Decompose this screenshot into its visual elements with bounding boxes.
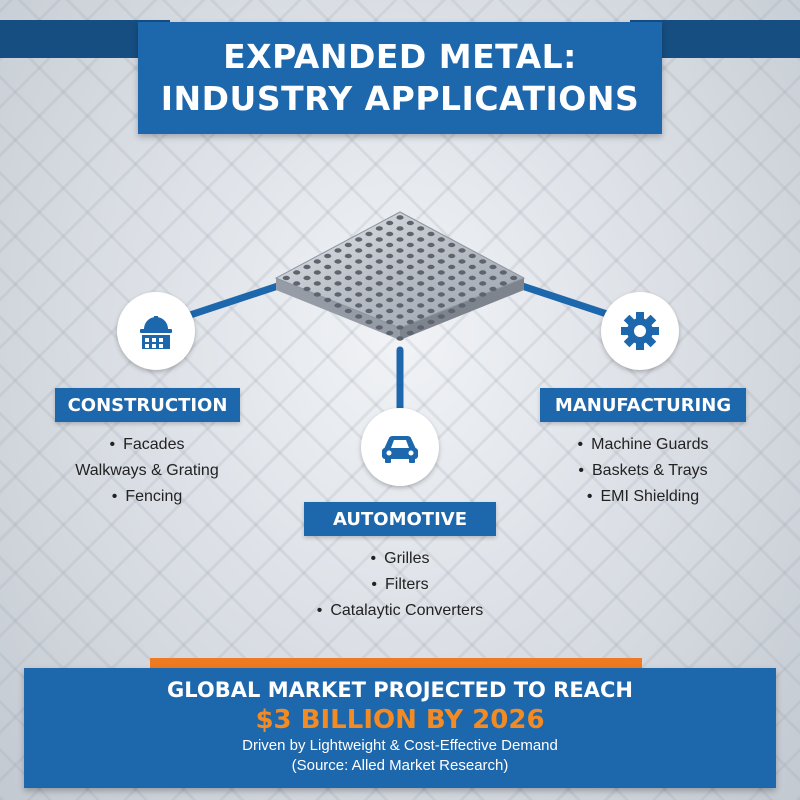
list-item: Grilles: [270, 546, 530, 572]
list-item: Fencing: [17, 484, 277, 510]
automotive-icon-circle: [361, 408, 439, 486]
construction-building-icon: [140, 316, 172, 349]
list-item: Machine Guards: [513, 432, 773, 458]
automotive-list: Grilles Filters Catalaytic Converters: [270, 546, 530, 624]
list-item: Facades: [17, 432, 277, 458]
construction-list: Facades Walkways & Grating Fencing: [17, 432, 277, 510]
list-item: Catalaytic Converters: [270, 598, 530, 624]
manufacturing-label: MANUFACTURING: [540, 388, 746, 422]
market-headline: GLOBAL MARKET PROJECTED TO REACH: [167, 678, 633, 702]
list-item: Filters: [270, 572, 530, 598]
market-value: $3 BILLION BY 2026: [255, 705, 545, 735]
market-driver: Driven by Lightweight & Cost-Effective D…: [242, 737, 558, 754]
car-icon: [382, 436, 418, 463]
gear-icon: [621, 312, 659, 350]
automotive-label: AUTOMOTIVE: [304, 502, 496, 536]
list-item: Walkways & Grating: [75, 462, 219, 479]
market-source: (Source: Alled Market Research): [291, 757, 509, 774]
manufacturing-list: Machine Guards Baskets & Trays EMI Shiel…: [513, 432, 773, 510]
title-line-1: EXPANDED METAL:: [223, 37, 577, 76]
construction-label: CONSTRUCTION: [55, 388, 240, 422]
manufacturing-icon-circle: [601, 292, 679, 370]
list-item: Baskets & Trays: [513, 458, 773, 484]
list-item: EMI Shielding: [513, 484, 773, 510]
title-line-2: INDUSTRY APPLICATIONS: [160, 79, 640, 118]
market-footer: GLOBAL MARKET PROJECTED TO REACH $3 BILL…: [24, 668, 776, 788]
construction-icon-circle: [117, 292, 195, 370]
title-banner: EXPANDED METAL: INDUSTRY APPLICATIONS: [138, 22, 662, 134]
